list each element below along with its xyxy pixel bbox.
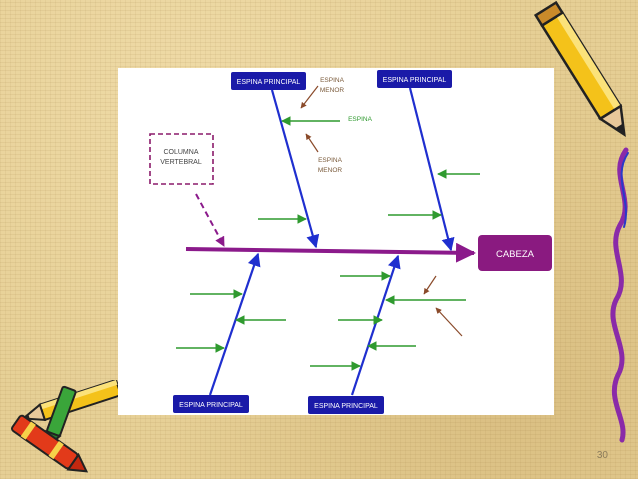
head-label: CABEZA xyxy=(496,249,535,260)
yellow-pencil-icon xyxy=(533,0,626,137)
principal-bone-label-box-top-right xyxy=(377,70,452,88)
principal-bone-upper-left xyxy=(270,89,320,249)
pointer-arrow xyxy=(435,307,463,337)
principal-bone-label-top-right: ESPINA PRINCIPAL xyxy=(383,77,447,84)
principal-bone-upper-right xyxy=(408,87,455,252)
principal-bone-label-box-bottom-left xyxy=(173,395,249,413)
main-spine xyxy=(185,242,476,263)
head-box xyxy=(478,235,552,271)
principal-bone-label-bottom-left: ESPINA PRINCIPAL xyxy=(179,402,243,409)
column-pointer xyxy=(195,193,225,247)
pointer-arrow xyxy=(300,85,319,109)
principal-bone-lower-left xyxy=(208,252,261,396)
column-label-line1: COLUMNA xyxy=(163,149,198,156)
column-label-line2: VERTEBRAL xyxy=(160,159,202,166)
fishbone-diagram-panel: COLUMNA VERTEBRAL ESPINA MENOR ESPINA ES… xyxy=(118,68,554,415)
pencil-clipart-right xyxy=(533,0,626,137)
pointer-arrow xyxy=(423,275,437,295)
principal-bone-lower-right xyxy=(350,254,401,396)
minor-bone-label-top-line1: ESPINA xyxy=(320,77,345,84)
pencil-clipart-left xyxy=(11,380,123,473)
red-crayon-icon xyxy=(11,414,89,473)
principal-bone-label-box-top-left xyxy=(231,72,306,90)
principal-bone-label-box-bottom-right xyxy=(308,396,384,414)
column-label-box xyxy=(149,133,214,185)
minor-bone-label-mid-line1: ESPINA xyxy=(318,157,343,164)
principal-bone-label-bottom-right: ESPINA PRINCIPAL xyxy=(314,403,378,410)
principal-bone-label-top-left: ESPINA PRINCIPAL xyxy=(237,79,301,86)
minor-bone-label-mid-line2: MENOR xyxy=(318,167,343,174)
page-number: 30 xyxy=(596,450,608,461)
bone-label: ESPINA xyxy=(348,116,373,123)
fishbone-diagram: COLUMNA VERTEBRAL ESPINA MENOR ESPINA ES… xyxy=(149,70,552,414)
minor-bone-label-top-line2: MENOR xyxy=(320,87,345,94)
decorative-wave xyxy=(610,147,629,443)
pointer-arrow xyxy=(305,133,319,153)
